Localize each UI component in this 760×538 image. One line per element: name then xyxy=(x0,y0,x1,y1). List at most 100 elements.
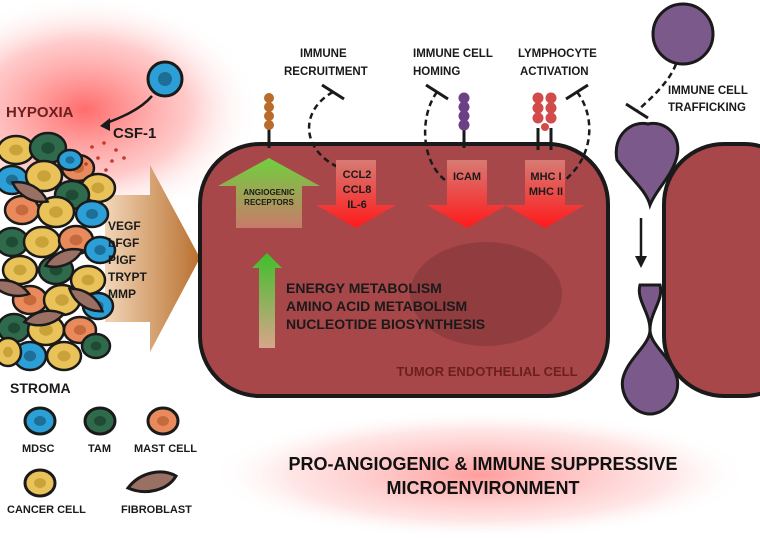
legend-mdsc-nucleus xyxy=(34,416,46,426)
mhc-bead xyxy=(545,102,557,114)
icam-bead xyxy=(458,119,470,131)
legend-cancer-nucleus xyxy=(34,478,46,488)
circulating-immune-cell xyxy=(651,2,715,66)
stroma-cell-nucleus xyxy=(23,294,37,306)
factor-trypt: TRYPT xyxy=(108,270,148,284)
legend-tam-label: TAM xyxy=(88,443,111,455)
icam-down-arrow xyxy=(427,160,507,228)
legend-fibroblast-icon xyxy=(125,470,179,493)
legend xyxy=(23,406,180,498)
legend-fibroblast-label: FIBROBLAST xyxy=(121,504,192,516)
activation-inhibition-bar xyxy=(565,83,589,101)
mhc-down-arrow xyxy=(505,160,585,228)
chemokine-il6: IL-6 xyxy=(347,199,367,211)
stroma-cell-nucleus xyxy=(5,236,19,248)
mhc-ii-label: MHC II xyxy=(529,186,563,198)
receptor-bead xyxy=(264,93,274,103)
stroma-cell-nucleus xyxy=(57,350,71,362)
footer-glow xyxy=(210,410,750,538)
stroma-fibroblast-cell xyxy=(0,278,32,298)
stroma-cell-nucleus xyxy=(7,322,21,334)
metabolism-labels: ENERGY METABOLISM AMINO ACID METABOLISM … xyxy=(286,280,485,332)
angiogenic-receptors-label: ANGIOGENIC RECEPTORS xyxy=(243,188,295,207)
stroma-cell-cluster xyxy=(0,131,117,372)
factor-pigf: PIGF xyxy=(108,253,136,267)
nucleus xyxy=(410,242,562,346)
mhc-bead xyxy=(541,123,549,131)
stroma-cell-nucleus xyxy=(37,170,51,182)
stroma-cell-nucleus xyxy=(39,324,53,336)
immune-recruitment-line1: IMMUNE xyxy=(300,48,347,60)
neighbor-endothelial-cell xyxy=(662,142,760,398)
stroma-fibroblast-cell xyxy=(22,309,66,327)
chemokine-ccl8: CCL8 xyxy=(343,184,372,196)
stroma-cell-nucleus xyxy=(49,206,63,218)
trafficking-inhibition-bar xyxy=(625,102,649,120)
factor-vegf: VEGF xyxy=(108,219,141,233)
stroma-cell-nucleus xyxy=(15,204,29,216)
immune-cell-homing-line1: IMMUNE CELL xyxy=(413,48,493,60)
immune-cell-bottom xyxy=(620,283,680,416)
stroma-cell-nucleus xyxy=(81,274,95,286)
stroma-cell-nucleus xyxy=(73,325,87,335)
chemokines: CCL2 CCL8 IL-6 xyxy=(343,169,372,211)
stroma-cell-nucleus xyxy=(90,341,102,351)
homing-inhibition xyxy=(423,91,446,181)
homing-inhibition-bar xyxy=(425,83,449,101)
legend-tam-nucleus xyxy=(94,416,106,426)
stroma-cell-nucleus xyxy=(23,350,37,362)
amino-acid-metabolism: AMINO ACID METABOLISM xyxy=(286,298,467,314)
trafficking-arrowhead xyxy=(635,256,647,268)
hypoxia-label: HYPOXIA xyxy=(6,104,74,121)
immune-cell-top xyxy=(614,121,680,210)
mhc-bead xyxy=(532,112,544,124)
angiogenic-receptors-line2: RECEPTORS xyxy=(244,198,294,207)
incoming-mdsc-nucleus xyxy=(158,72,172,86)
stroma-cell-nucleus xyxy=(85,209,99,219)
energy-metabolism: ENERGY METABOLISM xyxy=(286,280,442,296)
tumor-endothelial-cell-label: TUMOR ENDOTHELIAL CELL xyxy=(396,364,577,379)
stroma-cell-nucleus xyxy=(35,236,49,248)
footer-line1: PRO-ANGIOGENIC & IMMUNE SUPPRESSIVE xyxy=(288,454,677,474)
chemokine-ccl2: CCL2 xyxy=(343,169,372,181)
immune-cell-trafficking-line1: IMMUNE CELL xyxy=(668,85,748,97)
immune-cell-trafficking-line2: TRAFFICKING xyxy=(668,102,746,114)
footer-line2: MICROENVIRONMENT xyxy=(387,478,580,498)
factor-bfgf: bFGF xyxy=(108,236,139,250)
stroma-cell-nucleus xyxy=(65,156,75,164)
icam-bead xyxy=(458,101,470,113)
mhc-bead xyxy=(532,92,544,104)
angiogenic-receptors-line1: ANGIOGENIC xyxy=(243,188,295,197)
factor-mmp: MMP xyxy=(108,287,136,301)
mhc-i-label: MHC I xyxy=(530,171,561,183)
stroma-cell-nucleus xyxy=(65,189,79,201)
stroma-cell-nucleus xyxy=(9,144,23,156)
stroma-cell-nucleus xyxy=(41,142,55,154)
stroma-fibroblast-cell xyxy=(10,180,50,204)
trafficking-inhibition xyxy=(637,63,678,111)
csf1-label: CSF-1 xyxy=(113,125,156,142)
stroma-cell-nucleus xyxy=(91,182,105,194)
lymphocyte-activation-line2: ACTIVATION xyxy=(520,66,589,78)
stroma-cell-nucleus xyxy=(69,234,83,246)
recruitment-inhibition xyxy=(307,90,341,170)
stroma-cell-nucleus xyxy=(3,346,13,358)
angiogenic-receptors-up-arrow xyxy=(218,158,320,228)
stroma-fibroblast-cell xyxy=(43,248,85,268)
secreted-factors: VEGF bFGF PIGF TRYPT MMP xyxy=(108,219,148,301)
stroma-cell-nucleus xyxy=(55,294,69,306)
stroma-cell-nucleus xyxy=(13,264,27,276)
mhc-labels: MHC I MHC II xyxy=(529,171,563,198)
icam-bead xyxy=(458,92,470,104)
legend-mast-label: MAST CELL xyxy=(134,443,197,455)
nucleotide-biosynthesis: NUCLEOTIDE BIOSYNTHESIS xyxy=(286,316,485,332)
receptor-bead xyxy=(264,111,274,121)
immune-recruitment-line2: RECRUITMENT xyxy=(284,66,368,78)
receptor-bead xyxy=(264,120,274,130)
metabolism-up-arrow xyxy=(252,253,282,348)
mhc-bead xyxy=(545,92,557,104)
immune-cell-homing-line2: HOMING xyxy=(413,66,460,78)
top-labels: IMMUNE RECRUITMENT IMMUNE CELL HOMING LY… xyxy=(284,48,748,114)
